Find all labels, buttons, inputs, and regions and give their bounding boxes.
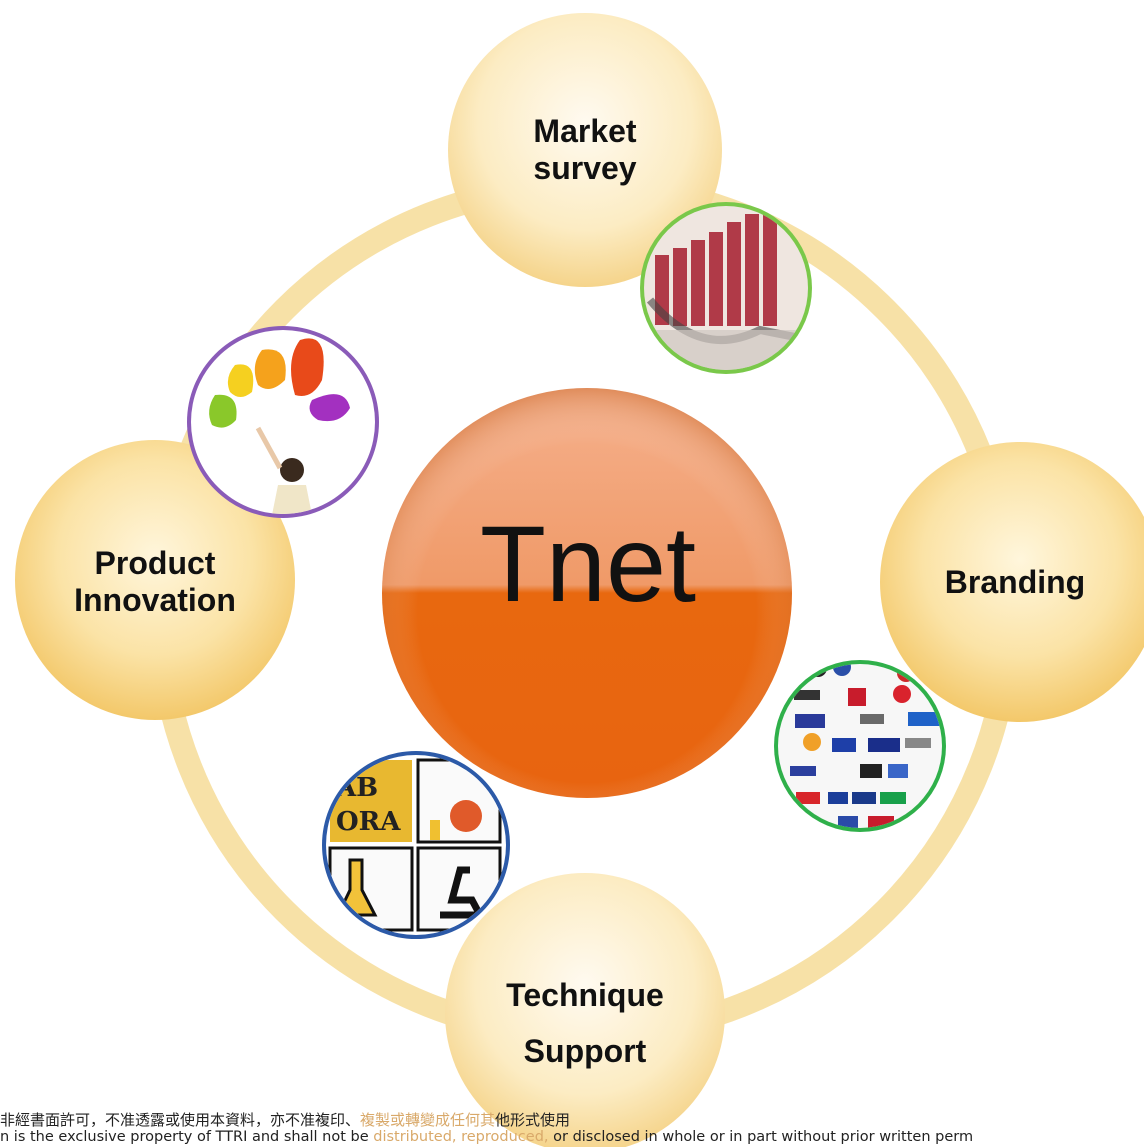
node-market-survey: [448, 13, 722, 287]
market-survey-label: Market survey: [500, 113, 670, 187]
product-innovation-line2: Innovation: [74, 581, 236, 618]
technique-support-line1: Technique: [506, 977, 664, 1013]
branding-label: Branding: [915, 564, 1115, 601]
node-technique-support: [445, 873, 725, 1147]
product-innovation-photo: [187, 326, 379, 518]
svg-text:ORA: ORA: [336, 807, 401, 837]
technique-support-line2: Support: [523, 1033, 647, 1069]
market-survey-line2: survey: [533, 149, 637, 186]
market-survey-line1: Market: [533, 113, 637, 149]
technique-support-photo: AB ORA: [322, 751, 510, 939]
notice-english: n is the exclusive property of TTRI and …: [0, 1129, 974, 1145]
notice-chinese: 非經書面許可，不准透露或使用本資料，亦不准複印、複製或轉變成任何其他形式使用: [0, 1112, 571, 1129]
confidentiality-notice: 非經書面許可，不准透露或使用本資料，亦不准複印、複製或轉變成任何其他形式使用 n…: [0, 1112, 1144, 1146]
branding-photo: [774, 660, 946, 832]
node-product-innovation: [15, 440, 295, 720]
branding-line1: Branding: [944, 564, 1086, 600]
product-innovation-label: Product Innovation: [50, 545, 260, 619]
market-survey-photo: [640, 202, 812, 374]
technique-support-label: Technique Support: [480, 967, 690, 1079]
center-title: Tnet: [479, 503, 697, 624]
node-branding: [880, 442, 1144, 722]
product-innovation-line1: Product: [94, 545, 216, 581]
